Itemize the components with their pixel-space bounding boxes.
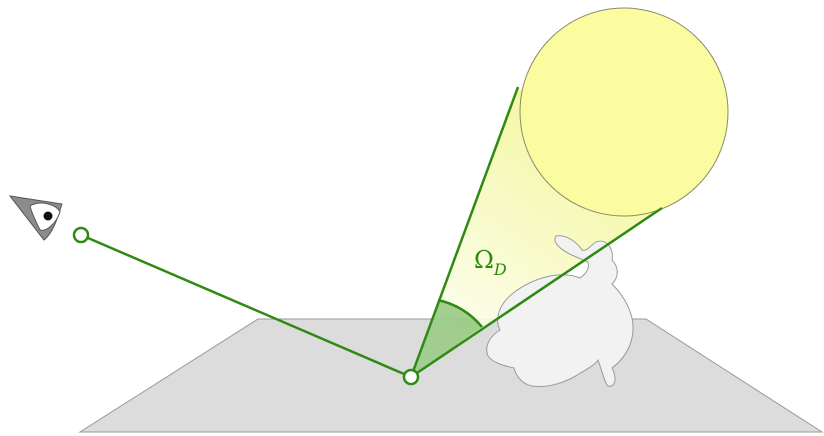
- surface-vertex: [404, 370, 418, 384]
- area-light: [520, 8, 728, 216]
- camera-vertex: [74, 228, 88, 242]
- eye-icon: [10, 196, 62, 240]
